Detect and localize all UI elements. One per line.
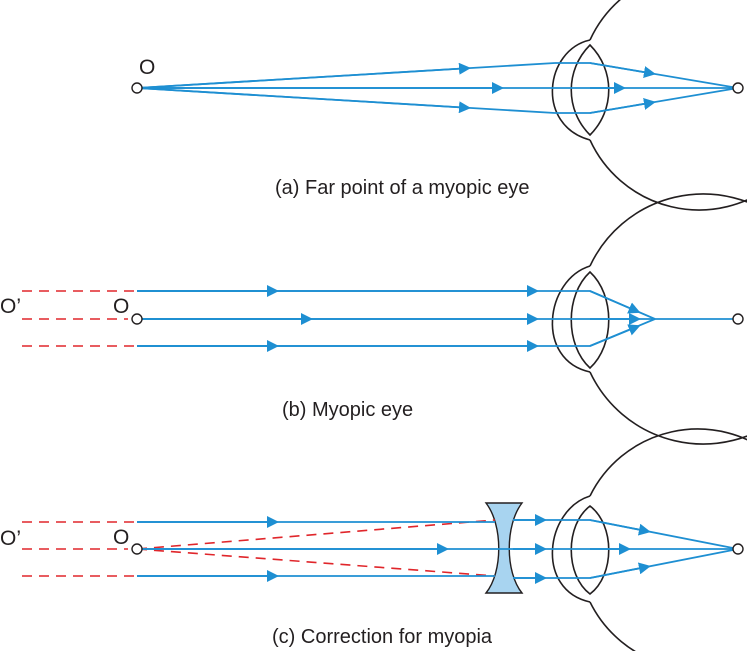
rays-b	[137, 285, 738, 352]
caption-b: (b) Myopic eye	[282, 399, 413, 421]
object-point-b	[131, 313, 143, 325]
rays-a	[136, 62, 739, 114]
object-label-a: O	[139, 56, 155, 79]
caption-a: (a) Far point of a myopic eye	[275, 177, 530, 199]
retina-point-b	[732, 313, 744, 325]
object-point-a	[131, 82, 143, 94]
eye-lens-c	[570, 504, 610, 596]
far-point-extensions-b	[22, 290, 136, 347]
object-point-c	[131, 543, 143, 555]
panel-a: O (a) Far point of a myopic eye	[131, 0, 747, 211]
virtual-ray-lower	[136, 548, 496, 577]
panel-c: O’ O (c) Correction for myopia	[0, 428, 747, 651]
retina-point-a	[732, 82, 744, 94]
virtual-ray-upper	[136, 519, 496, 550]
far-point-extensions-c	[22, 519, 496, 577]
eyeball-c	[551, 428, 747, 651]
rays-c	[137, 514, 739, 584]
object-label-c: O	[113, 526, 129, 549]
eyeball-a	[551, 0, 747, 211]
retina-point-c	[732, 543, 744, 555]
far-point-label-c: O’	[0, 527, 21, 550]
far-point-label-b: O’	[0, 295, 21, 318]
caption-c: (c) Correction for myopia	[272, 626, 493, 648]
object-label-b: O	[113, 295, 129, 318]
eye-lens-a	[570, 43, 610, 137]
eye-lens-b	[570, 270, 610, 370]
panel-b: O’ O (b) Myopic eye	[0, 193, 747, 445]
concave-lens	[484, 502, 524, 594]
